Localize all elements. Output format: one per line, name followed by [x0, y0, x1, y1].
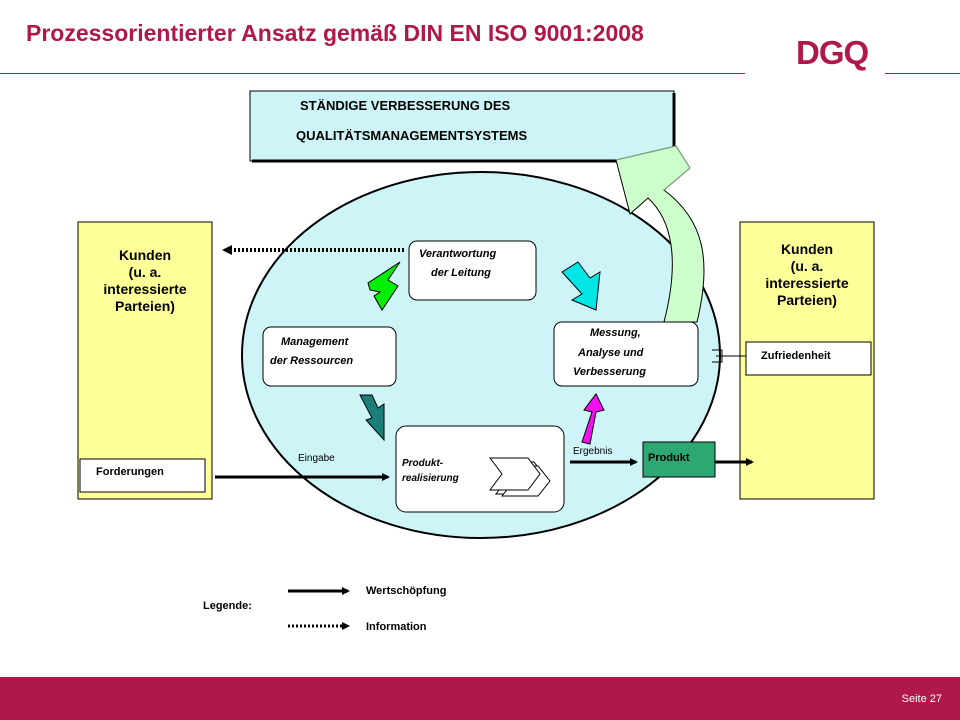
process-cycle-ellipse [241, 171, 721, 539]
title-divider [0, 73, 745, 74]
customers-left-line2: (u. a. [128, 264, 162, 280]
arrow-green-icon [367, 261, 401, 311]
customers-right-line3: interessierte [765, 275, 849, 291]
arrow-magenta-icon [581, 393, 605, 445]
chevron-icon [489, 457, 551, 497]
legend-title: Legende: [203, 600, 252, 612]
footer-bar [0, 677, 960, 720]
arrow-cyan-icon [561, 261, 601, 311]
product-box [642, 441, 716, 478]
customers-right-line2: (u. a. [790, 258, 824, 274]
logo-divider [885, 73, 960, 74]
legend-information-label: Information [366, 621, 427, 633]
requirements-box [79, 458, 206, 493]
measurement-box [553, 321, 699, 387]
realization-line2: realisierung [402, 473, 459, 484]
output-label: Ergebnis [573, 446, 613, 457]
page-number: Seite 27 [901, 693, 942, 705]
customers-left-line3: interessierte [103, 281, 187, 297]
page-title: Prozessorientierter Ansatz gemäß DIN EN … [26, 20, 644, 46]
measurement-line2: Analyse und [578, 347, 644, 359]
measurement-line3: Verbesserung [573, 366, 646, 378]
legend-value-chain-label: Wertschöpfung [366, 585, 447, 597]
leadership-line1: Verantwortung [419, 248, 497, 260]
requirements-label: Forderungen [96, 466, 164, 478]
measurement-line1: Messung, [590, 327, 641, 339]
satisfaction-label: Zufriedenheit [761, 350, 831, 362]
product-label: Produkt [648, 452, 690, 464]
customers-right-line1: Kunden [780, 241, 834, 257]
resources-line2: der Ressourcen [270, 355, 354, 367]
input-label: Eingabe [298, 453, 335, 464]
customers-right-line4: Parteien) [777, 292, 837, 308]
realization-line1: Produkt- [402, 458, 444, 469]
resources-box [262, 326, 397, 387]
process-diagram [77, 90, 875, 630]
leadership-box [408, 240, 537, 301]
improvement-line2: QUALITÄTSMANAGEMENTSYSTEMS [296, 128, 528, 143]
customers-left-line4: Parteien) [115, 298, 175, 314]
satisfaction-box [745, 341, 872, 376]
customers-left-label: Kunden (u. a. interessierte Parteien) [78, 247, 212, 315]
arrow-teal-icon [359, 394, 385, 442]
leadership-line2: der Leitung [431, 267, 491, 279]
customers-right-label: Kunden (u. a. interessierte Parteien) [740, 241, 874, 309]
customers-left-line1: Kunden [118, 247, 172, 263]
resources-line1: Management [281, 336, 349, 348]
logo-text: DGQ [796, 34, 869, 71]
customers-left-box [77, 221, 213, 500]
improvement-line1: STÄNDIGE VERBESSERUNG DES [300, 98, 511, 113]
dgq-logo: DGQ [796, 34, 870, 71]
